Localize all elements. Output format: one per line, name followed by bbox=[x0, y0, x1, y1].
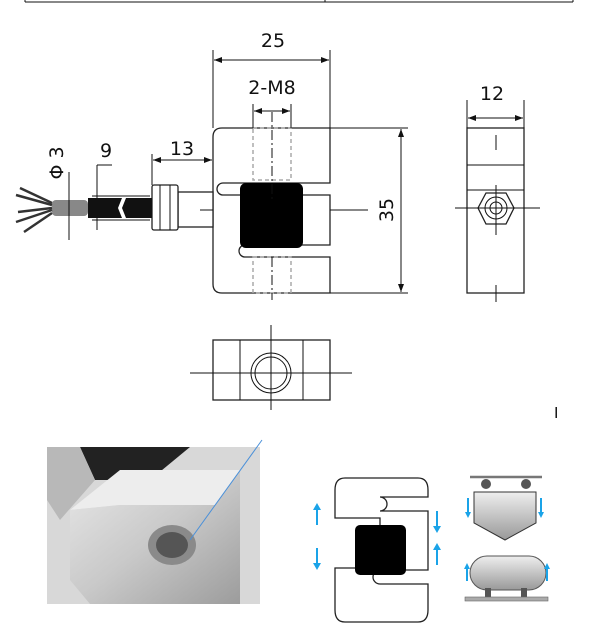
bottom-view bbox=[190, 325, 352, 410]
dim-gland-label: 13 bbox=[170, 138, 194, 160]
side-view: 12 bbox=[455, 83, 540, 302]
product-photo bbox=[47, 439, 263, 604]
dim-width-label: 25 bbox=[261, 30, 285, 52]
front-view bbox=[15, 112, 368, 300]
s-type-icon bbox=[313, 477, 441, 623]
sensor-block bbox=[240, 183, 303, 248]
cable-wires bbox=[15, 186, 53, 234]
dimensions-front: 25 2-M8 35 13 9 Φ 3 bbox=[46, 30, 408, 294]
dim-height-label: 35 bbox=[376, 198, 398, 222]
stray-mark: I bbox=[554, 405, 558, 422]
dim-cable-dia-label: Φ 3 bbox=[46, 146, 68, 179]
cable bbox=[88, 198, 122, 218]
force-arrows bbox=[313, 503, 441, 570]
dim-thread-label: 2-M8 bbox=[248, 77, 295, 99]
tank-application-icon bbox=[464, 555, 550, 602]
hopper-application-icon bbox=[465, 475, 544, 541]
dim-depth-label: 12 bbox=[480, 83, 504, 105]
dim-sheath-label: 9 bbox=[100, 140, 112, 162]
cable-sheath-end bbox=[52, 200, 88, 216]
table-border bbox=[24, 0, 574, 3]
gland-nut bbox=[151, 184, 179, 231]
